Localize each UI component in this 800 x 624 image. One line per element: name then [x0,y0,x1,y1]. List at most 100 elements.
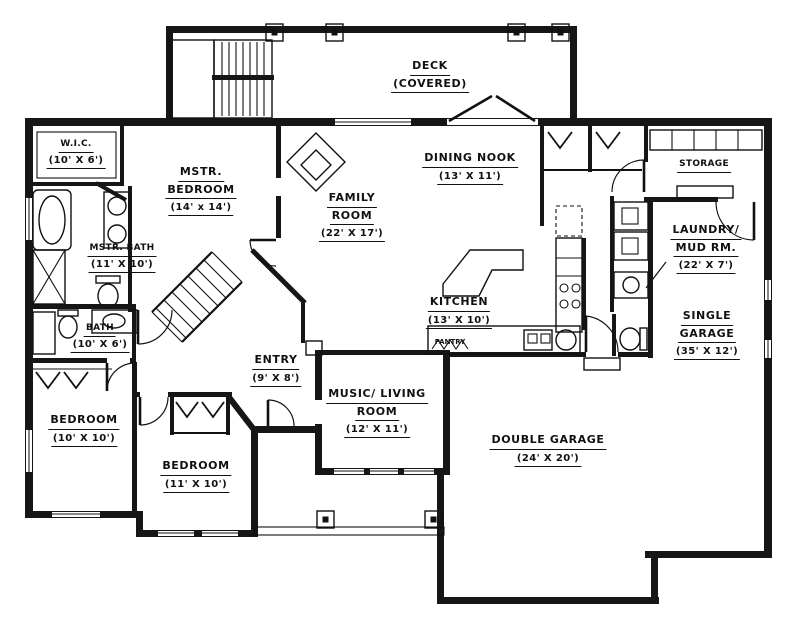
room-name: LAUNDRY/ [670,222,742,240]
room-label-bedroom-left: BEDROOM (10' X 10') [48,412,120,447]
room-dims: (10' X 6') [46,153,106,169]
toilet [95,275,121,309]
toilet [619,327,648,351]
door-arc [611,159,646,193]
door-arc [715,201,756,241]
room-dims: (11' X 10') [162,477,230,493]
room-name: MSTR. BATH [87,242,157,257]
room-dims: (22' X 7') [676,258,736,274]
window [26,430,32,472]
room-name: W.I.C. [58,138,94,153]
room-label-wic: W.I.C. (10' X 6') [46,138,106,169]
room-dims: (35' X 12') [673,344,741,360]
interior-walls [29,126,718,512]
window [765,340,771,358]
window [334,469,364,474]
room-name: FAMILY [326,190,378,208]
room-name: DOUBLE GARAGE [489,432,607,450]
bathtub [32,189,72,251]
room-dims: (12' X 11') [343,422,411,438]
door-arc [249,238,277,267]
room-dims: (10' X 6') [70,337,130,353]
room-label-master-bath: MSTR. BATH (11' X 10') [87,242,157,273]
room-label-master-bedroom: MSTR. BEDROOM (14' x 14') [165,164,237,216]
room-name: BEDROOM [165,182,237,199]
room-name: (COVERED) [391,76,469,93]
shower [32,249,66,305]
basement-stairs [151,251,243,343]
room-label-family-room: FAMILY ROOM (22' X 17') [318,190,386,242]
room-name: MUSIC/ LIVING [326,386,428,404]
room-dims: (11' X 10') [88,257,156,273]
deck-post [551,23,570,42]
room-dims: (9' X 8') [250,371,302,387]
room-label-dining-nook: DINING NOOK (13' X 11') [422,150,518,185]
front-porch [253,510,445,536]
window [404,469,434,474]
range-burners [559,283,581,309]
door-arc [584,315,619,353]
double-sink [523,329,553,351]
deck-stairs [169,39,274,119]
room-name: ROOM [354,404,400,421]
room-dims: (10' X 10') [50,431,118,447]
door-arc [138,396,169,426]
room-name: BEDROOM [48,412,120,430]
room-name: KITCHEN [427,294,491,312]
room-label-pantry: PANTRY [435,337,466,348]
kitchen-sink [555,329,577,351]
room-name: DECK [410,58,450,76]
closet-chevrons [33,131,621,419]
refrigerator-counter [555,237,583,333]
door-arc [105,362,136,392]
room-label-storage: STORAGE [677,158,731,173]
room-name: BEDROOM [160,458,232,476]
room-name: MSTR. [177,164,225,182]
room-label-entry: ENTRY (9' X 8') [250,352,302,387]
room-label-bath: BATH (10' X 6') [70,322,130,353]
leader-line [645,261,667,289]
window [202,531,238,536]
room-name: ENTRY [252,352,300,370]
wic-shelving [36,131,117,179]
room-name: GARAGE [677,326,737,343]
deck-post [325,23,344,42]
room-name: BATH [84,322,116,337]
deck-french-doors [447,94,538,125]
window [158,531,194,536]
double-vanity [103,191,131,249]
room-label-double-garage: DOUBLE GARAGE (24' X 20') [489,432,607,467]
toilet [57,309,79,339]
room-label-music-living: MUSIC/ LIVING ROOM (12' X 11') [326,386,428,438]
storage-shelves [649,129,763,151]
washer [613,201,649,231]
room-dims: (22' X 17') [318,226,386,242]
deck-post [265,23,284,42]
linen-closet [32,311,56,355]
laundry-sink [613,271,649,299]
room-name: SINGLE [680,308,734,326]
doors [105,159,756,427]
windows [26,119,771,536]
porch-post [316,510,335,529]
window [335,119,411,125]
kitchen-counter [427,325,581,355]
door-arc [136,309,173,345]
room-name: PANTRY [434,338,466,346]
room-dims: (13' X 11') [436,169,504,185]
window [52,512,100,517]
room-dims: (13' X 10') [425,313,493,329]
room-dims: (24' X 20') [514,451,582,467]
storage-bench [676,185,734,199]
deck-post [507,23,526,42]
dryer [613,231,649,261]
room-name: ROOM [329,208,375,225]
room-name: MUD RM. [673,240,739,257]
room-label-single-garage: SINGLE GARAGE (35' X 12') [673,308,741,360]
garage-step [583,357,621,371]
porch-post [424,510,443,529]
deck-posts [265,23,570,42]
room-name: STORAGE [677,158,731,173]
